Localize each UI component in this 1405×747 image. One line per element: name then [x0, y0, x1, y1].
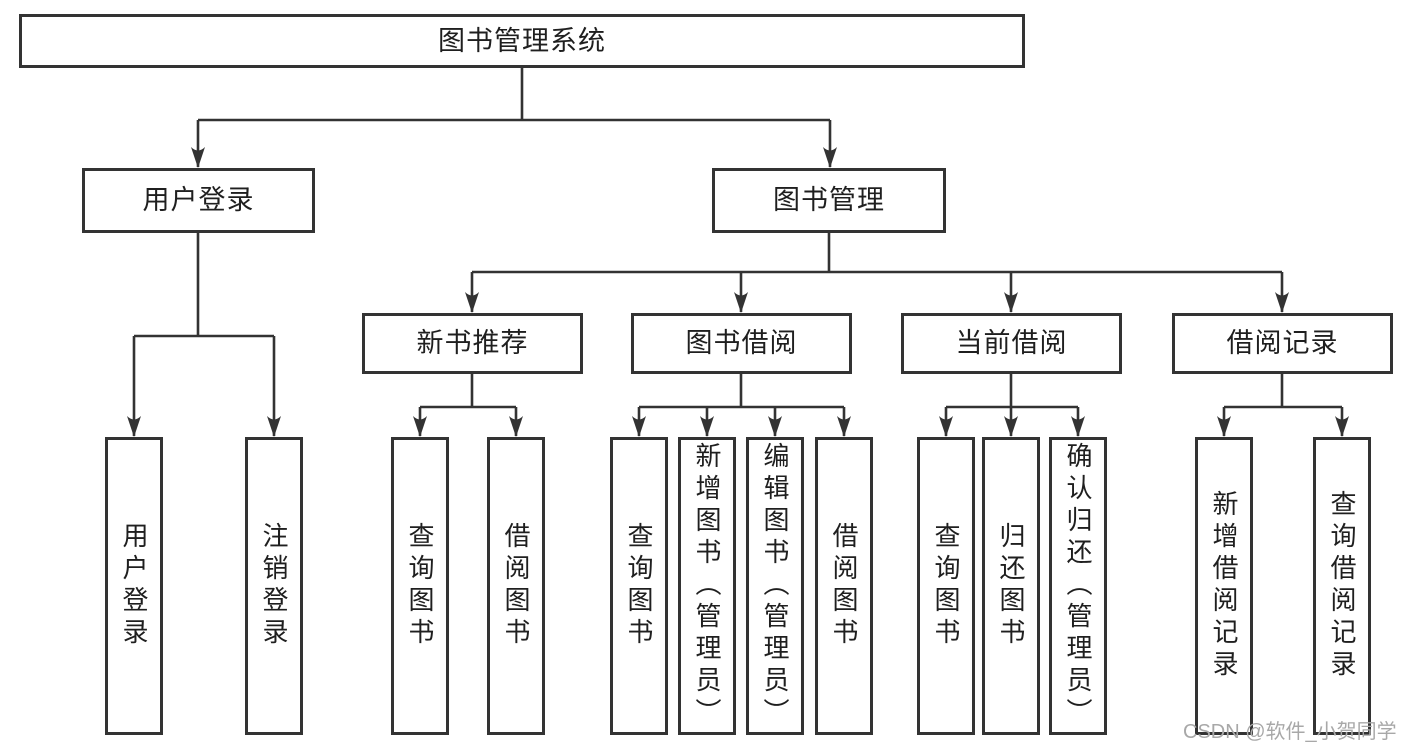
leaf-label: 查询图书	[931, 522, 961, 650]
node-book-borrowing: 图书借阅	[631, 313, 852, 374]
leaf-br-add-record: 新增借阅记录	[1195, 437, 1253, 735]
node-label: 图书管理	[773, 185, 885, 215]
leaf-cb-return-books: 归还图书	[982, 437, 1040, 735]
leaf-label: 确认归还（管理员）	[1063, 442, 1093, 730]
leaf-cb-query-books: 查询图书	[917, 437, 975, 735]
leaf-logout: 注销登录	[245, 437, 303, 735]
leaf-cb-confirm-return-admin: 确认归还（管理员）	[1049, 437, 1107, 735]
leaf-label: 编辑图书（管理员）	[760, 442, 790, 730]
node-book-management: 图书管理	[712, 168, 946, 233]
node-user-login: 用户登录	[82, 168, 315, 233]
leaf-label: 注销登录	[259, 522, 289, 650]
leaf-bb-add-books-admin: 新增图书（管理员）	[678, 437, 736, 735]
node-label: 新书推荐	[416, 328, 529, 358]
node-root-system: 图书管理系统	[19, 14, 1025, 68]
node-new-book-recommendation: 新书推荐	[362, 313, 583, 374]
leaf-bb-edit-books-admin: 编辑图书（管理员）	[746, 437, 804, 735]
node-label: 用户登录	[142, 185, 255, 215]
leaf-bb-borrow-books: 借阅图书	[815, 437, 873, 735]
leaf-rec-query-books: 查询图书	[391, 437, 449, 735]
leaf-label: 查询图书	[405, 522, 435, 650]
leaf-label: 借阅图书	[501, 522, 531, 650]
leaf-label: 查询图书	[624, 522, 654, 650]
leaf-rec-borrow-books: 借阅图书	[487, 437, 545, 735]
csdn-watermark: CSDN @软件_小贺同学	[1183, 721, 1397, 743]
node-borrowing-records: 借阅记录	[1172, 313, 1393, 374]
leaf-br-query-record: 查询借阅记录	[1313, 437, 1371, 735]
leaf-label: 归还图书	[996, 522, 1026, 650]
leaf-label: 新增借阅记录	[1209, 490, 1239, 682]
leaf-label: 借阅图书	[829, 522, 859, 650]
leaf-label: 新增图书（管理员）	[692, 442, 722, 730]
node-label: 图书借阅	[685, 328, 798, 358]
node-label: 图书管理系统	[438, 25, 606, 56]
node-label: 借阅记录	[1226, 328, 1339, 358]
leaf-label: 用户登录	[119, 522, 149, 650]
node-label: 当前借阅	[955, 328, 1068, 358]
leaf-label: 查询借阅记录	[1327, 490, 1357, 682]
leaf-bb-query-books: 查询图书	[610, 437, 668, 735]
node-current-borrowing: 当前借阅	[901, 313, 1122, 374]
leaf-user-login: 用户登录	[105, 437, 163, 735]
